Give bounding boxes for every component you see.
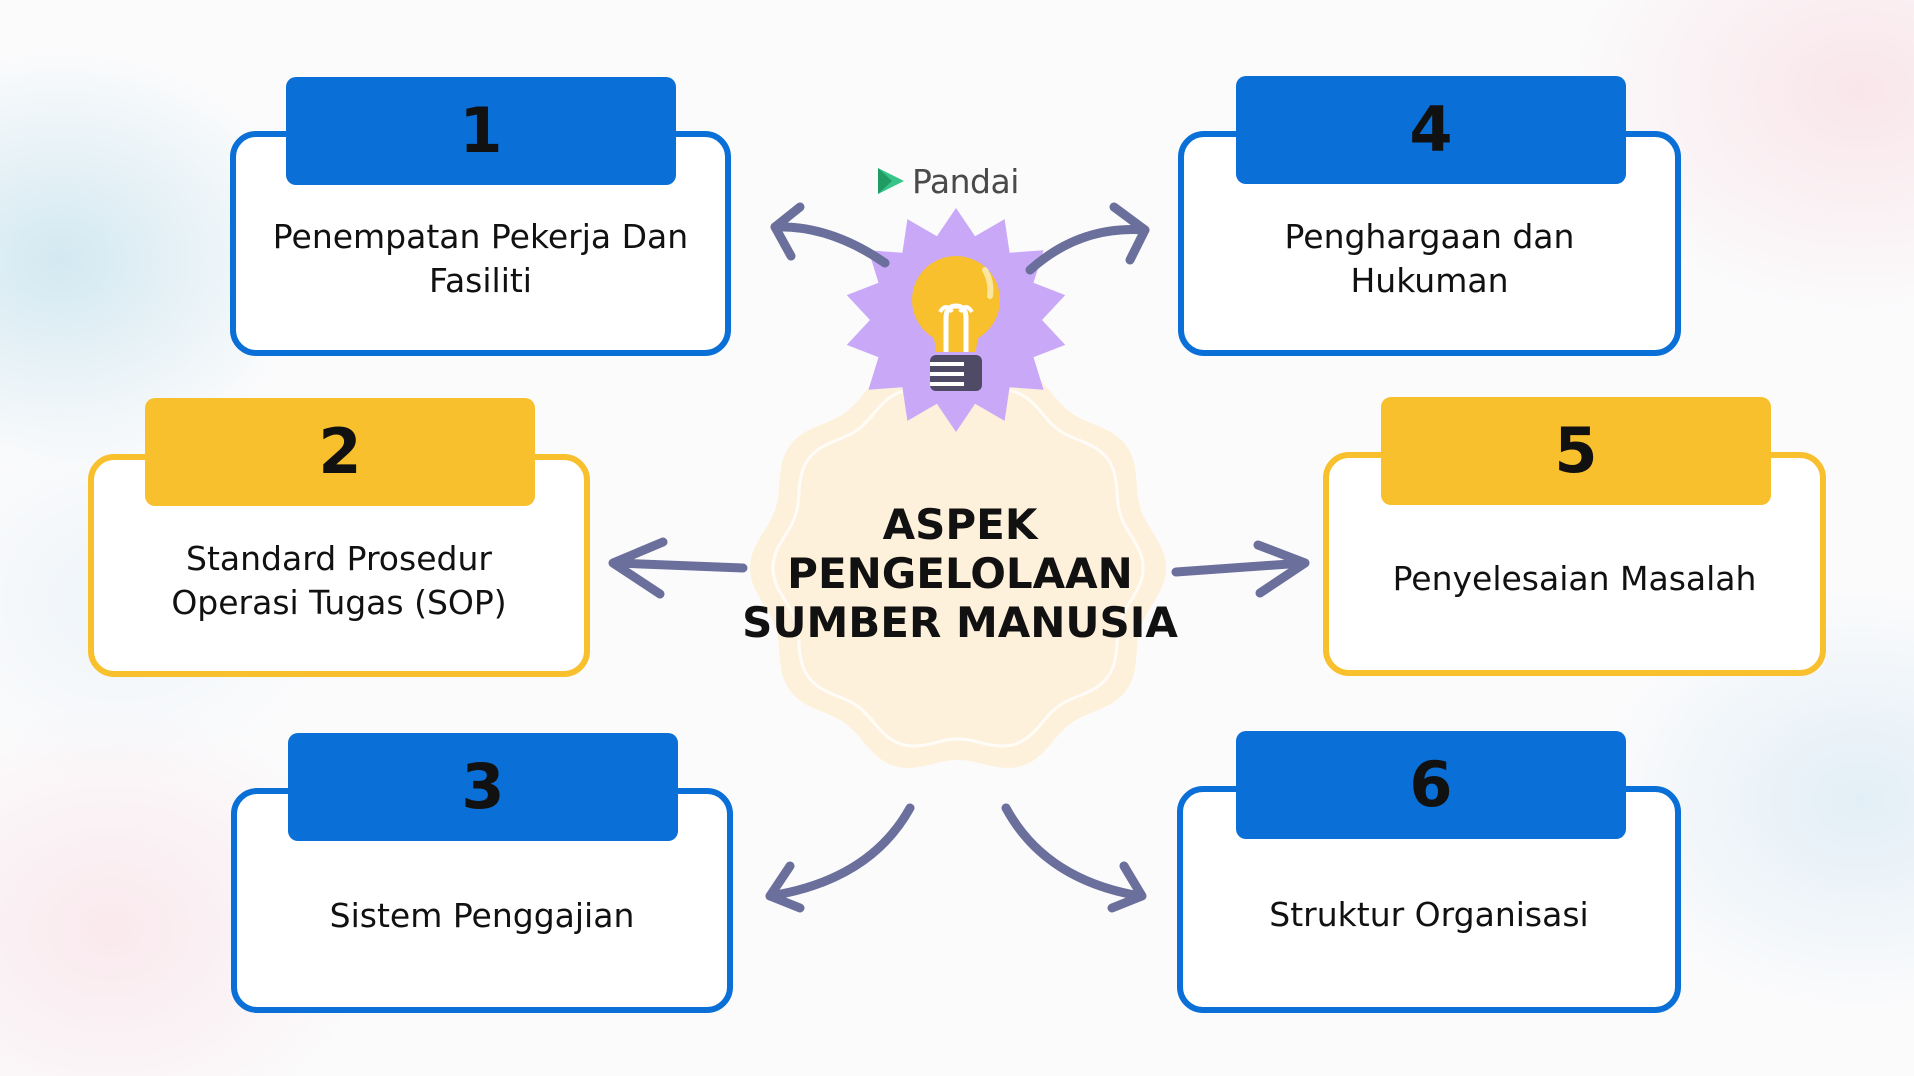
card-3-label: Sistem Penggajian [329,895,635,935]
card-5-label: Penyelesaian Masalah [1392,559,1757,598]
card-6-number: 6 [1409,748,1453,821]
card-2-number: 2 [318,415,362,488]
card-3-number: 3 [461,750,505,823]
card-6-number-tab: 6 [1236,731,1626,839]
card-1-number-tab: 1 [286,77,676,185]
arrow-icon-to-6 [1001,803,1147,913]
center-badge [750,368,1166,768]
arrow-icon-to-1 [770,202,890,268]
card-3-number-tab: 3 [288,733,678,841]
card-5-number: 5 [1554,414,1598,487]
pandai-logo: Pandai [876,160,1046,202]
arrow-icon-to-3 [765,803,915,913]
lightbulb-icon [912,256,1000,391]
center-title: ASPEK PENGELOLAAN SUMBER MANUSIA [742,500,1178,647]
card-6-label: Struktur Organisasi [1269,894,1589,934]
arrow-icon-to-2 [608,537,748,599]
card-5-number-tab: 5 [1381,397,1771,505]
brand-name: Pandai [912,161,1019,201]
card-4-number-tab: 4 [1236,76,1626,184]
card-1-label: Penempatan Pekerja Dan Fasiliti [272,216,689,300]
arrow-icon-to-5 [1171,540,1310,598]
card-1-number: 1 [459,94,503,167]
card-2-label: Standard Prosedur Operasi Tugas (SOP) [171,538,507,622]
card-2-number-tab: 2 [145,398,535,506]
pandai-logo-icon [878,168,904,194]
card-4-label: Penghargaan dan Hukuman [1284,216,1575,300]
arrow-icon-to-4 [1025,202,1150,275]
card-4-number: 4 [1409,93,1453,166]
